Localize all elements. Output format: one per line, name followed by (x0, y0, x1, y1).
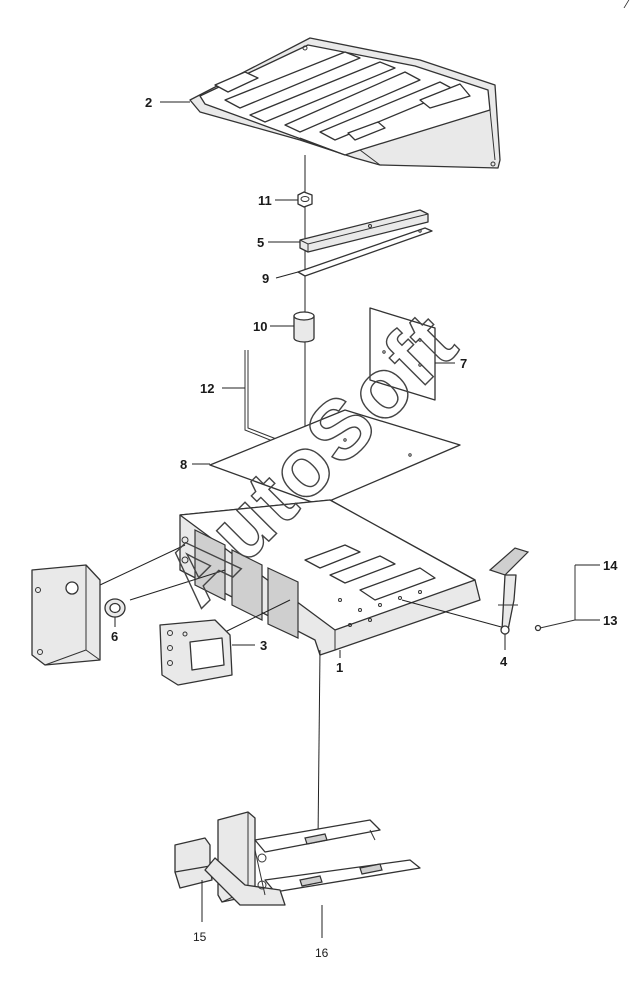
part-gasket-strip (297, 227, 433, 277)
callout-2: 2 (145, 95, 152, 110)
callout-7: 7 (460, 356, 467, 371)
callout-16: 16 (315, 946, 329, 960)
callout-6: 6 (111, 629, 118, 644)
callout-13: 13 (603, 613, 617, 628)
part-fork-frame (204, 819, 421, 906)
callout-10: 10 (253, 319, 267, 334)
part-top-cover (189, 37, 501, 169)
callout-1: 1 (336, 660, 343, 675)
part-pin (534, 619, 576, 632)
part-t-handle (488, 547, 530, 635)
part-tray-base (179, 499, 481, 656)
callout-11: 11 (258, 193, 272, 208)
part-nut (297, 191, 313, 208)
callout-15: 15 (193, 930, 207, 944)
callout-3: 3 (260, 638, 267, 653)
part-side-block (31, 564, 101, 666)
part-bracket-strip (299, 209, 429, 253)
callout-4: 4 (500, 654, 508, 669)
part-spacer-sleeve (293, 311, 315, 343)
corner-mark: ⁄ (623, 0, 630, 11)
part-frame-bracket (159, 619, 233, 686)
callout-5: 5 (257, 235, 264, 250)
callout-8: 8 (180, 457, 187, 472)
callout-12: 12 (200, 381, 214, 396)
part-side-plate (369, 307, 436, 401)
callout-9: 9 (262, 271, 269, 286)
callout-14: 14 (603, 558, 618, 573)
part-mat (209, 409, 461, 506)
part-grommet (104, 598, 126, 618)
